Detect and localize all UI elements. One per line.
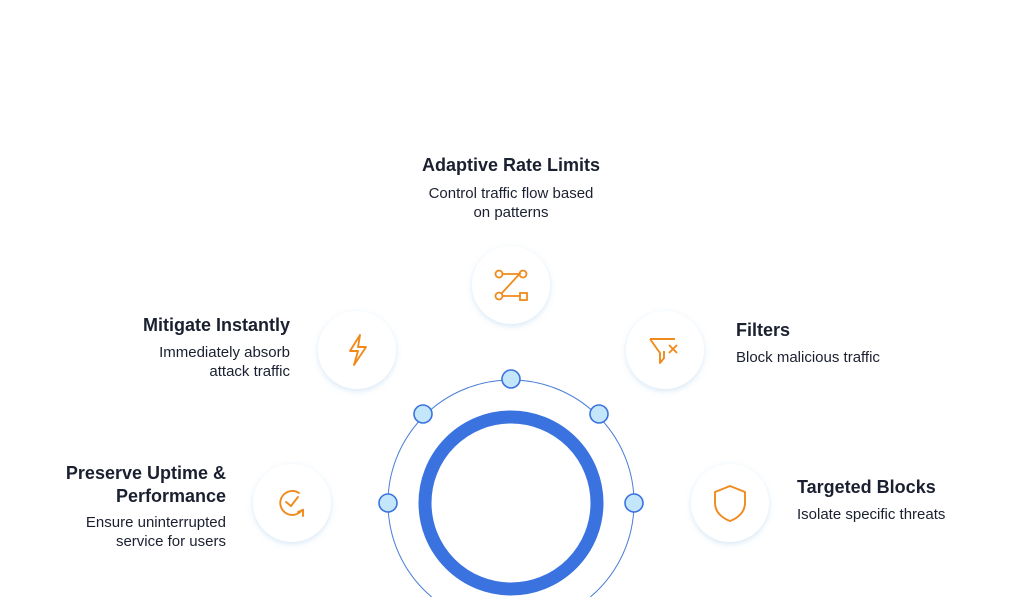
desc-line: Control traffic flow based <box>428 185 594 202</box>
route-path-icon <box>494 269 528 301</box>
refresh-check-icon <box>279 490 304 517</box>
filter-x-icon <box>649 338 678 364</box>
desc-line: on patterns <box>473 204 549 221</box>
bubble-filters <box>618 303 712 397</box>
title-line: Performance <box>115 486 226 506</box>
bubble-targeted <box>668 456 777 550</box>
desc-adaptive-rate-limits: Control traffic flow based on patterns <box>361 184 661 222</box>
node-dot <box>501 369 521 389</box>
node-dot <box>589 404 609 424</box>
title-adaptive-rate-limits: Adaptive Rate Limits <box>421 155 601 175</box>
shield-icon <box>714 485 746 522</box>
desc-line: attack traffic <box>209 363 290 380</box>
title-filters: Filters <box>736 320 791 340</box>
desc-preserve-uptime: Ensure uninterrupted service for users <box>20 513 226 551</box>
node-dot <box>413 404 433 424</box>
core-ring <box>418 410 604 596</box>
desc-line: Ensure uninterrupted <box>85 514 226 531</box>
lightning-bolt-icon <box>349 334 367 366</box>
title-mitigate-instantly: Mitigate Instantly <box>142 315 290 335</box>
title-preserve-uptime: Preserve Uptime & Performance <box>20 462 226 508</box>
node-dot <box>624 493 644 513</box>
bubble-adaptive <box>464 238 558 346</box>
title-line: Preserve Uptime & <box>65 463 226 483</box>
bubble-mitigate <box>310 303 404 397</box>
desc-mitigate-instantly: Immediately absorb attack traffic <box>40 343 290 381</box>
desc-line: Immediately absorb <box>159 344 290 361</box>
desc-filters: Block malicious traffic <box>736 349 880 366</box>
desc-targeted-blocks: Isolate specific threats <box>797 506 946 523</box>
title-targeted-blocks: Targeted Blocks <box>797 477 936 497</box>
desc-line: service for users <box>115 533 226 550</box>
node-dot <box>378 493 398 513</box>
bubble-uptime <box>245 456 354 550</box>
